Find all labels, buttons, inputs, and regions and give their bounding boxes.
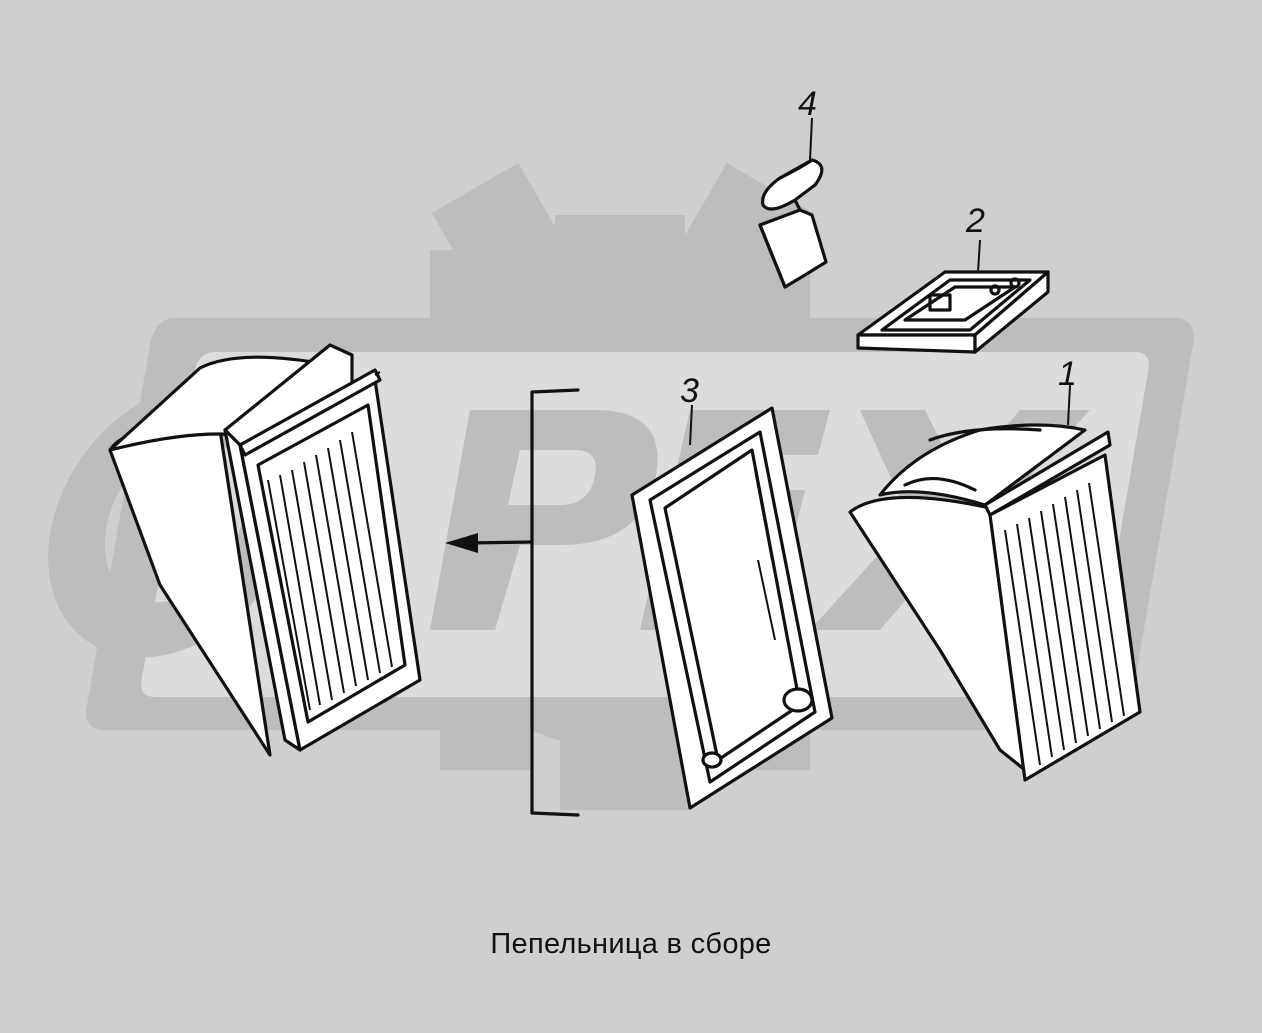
callout-4: 4	[798, 85, 817, 123]
part-3-frame	[630, 404, 834, 810]
part-2-insert	[856, 239, 1050, 354]
part-1-housing	[848, 384, 1142, 782]
callout-1: 1	[1058, 355, 1077, 393]
part-4-spring-clip	[758, 117, 828, 289]
callout-3: 3	[680, 372, 699, 410]
callout-2: 2	[965, 202, 985, 240]
assembly-arrow	[445, 388, 580, 817]
figure-caption: Пепельница в сборе	[490, 928, 772, 960]
ashtray-assembled	[108, 343, 422, 757]
